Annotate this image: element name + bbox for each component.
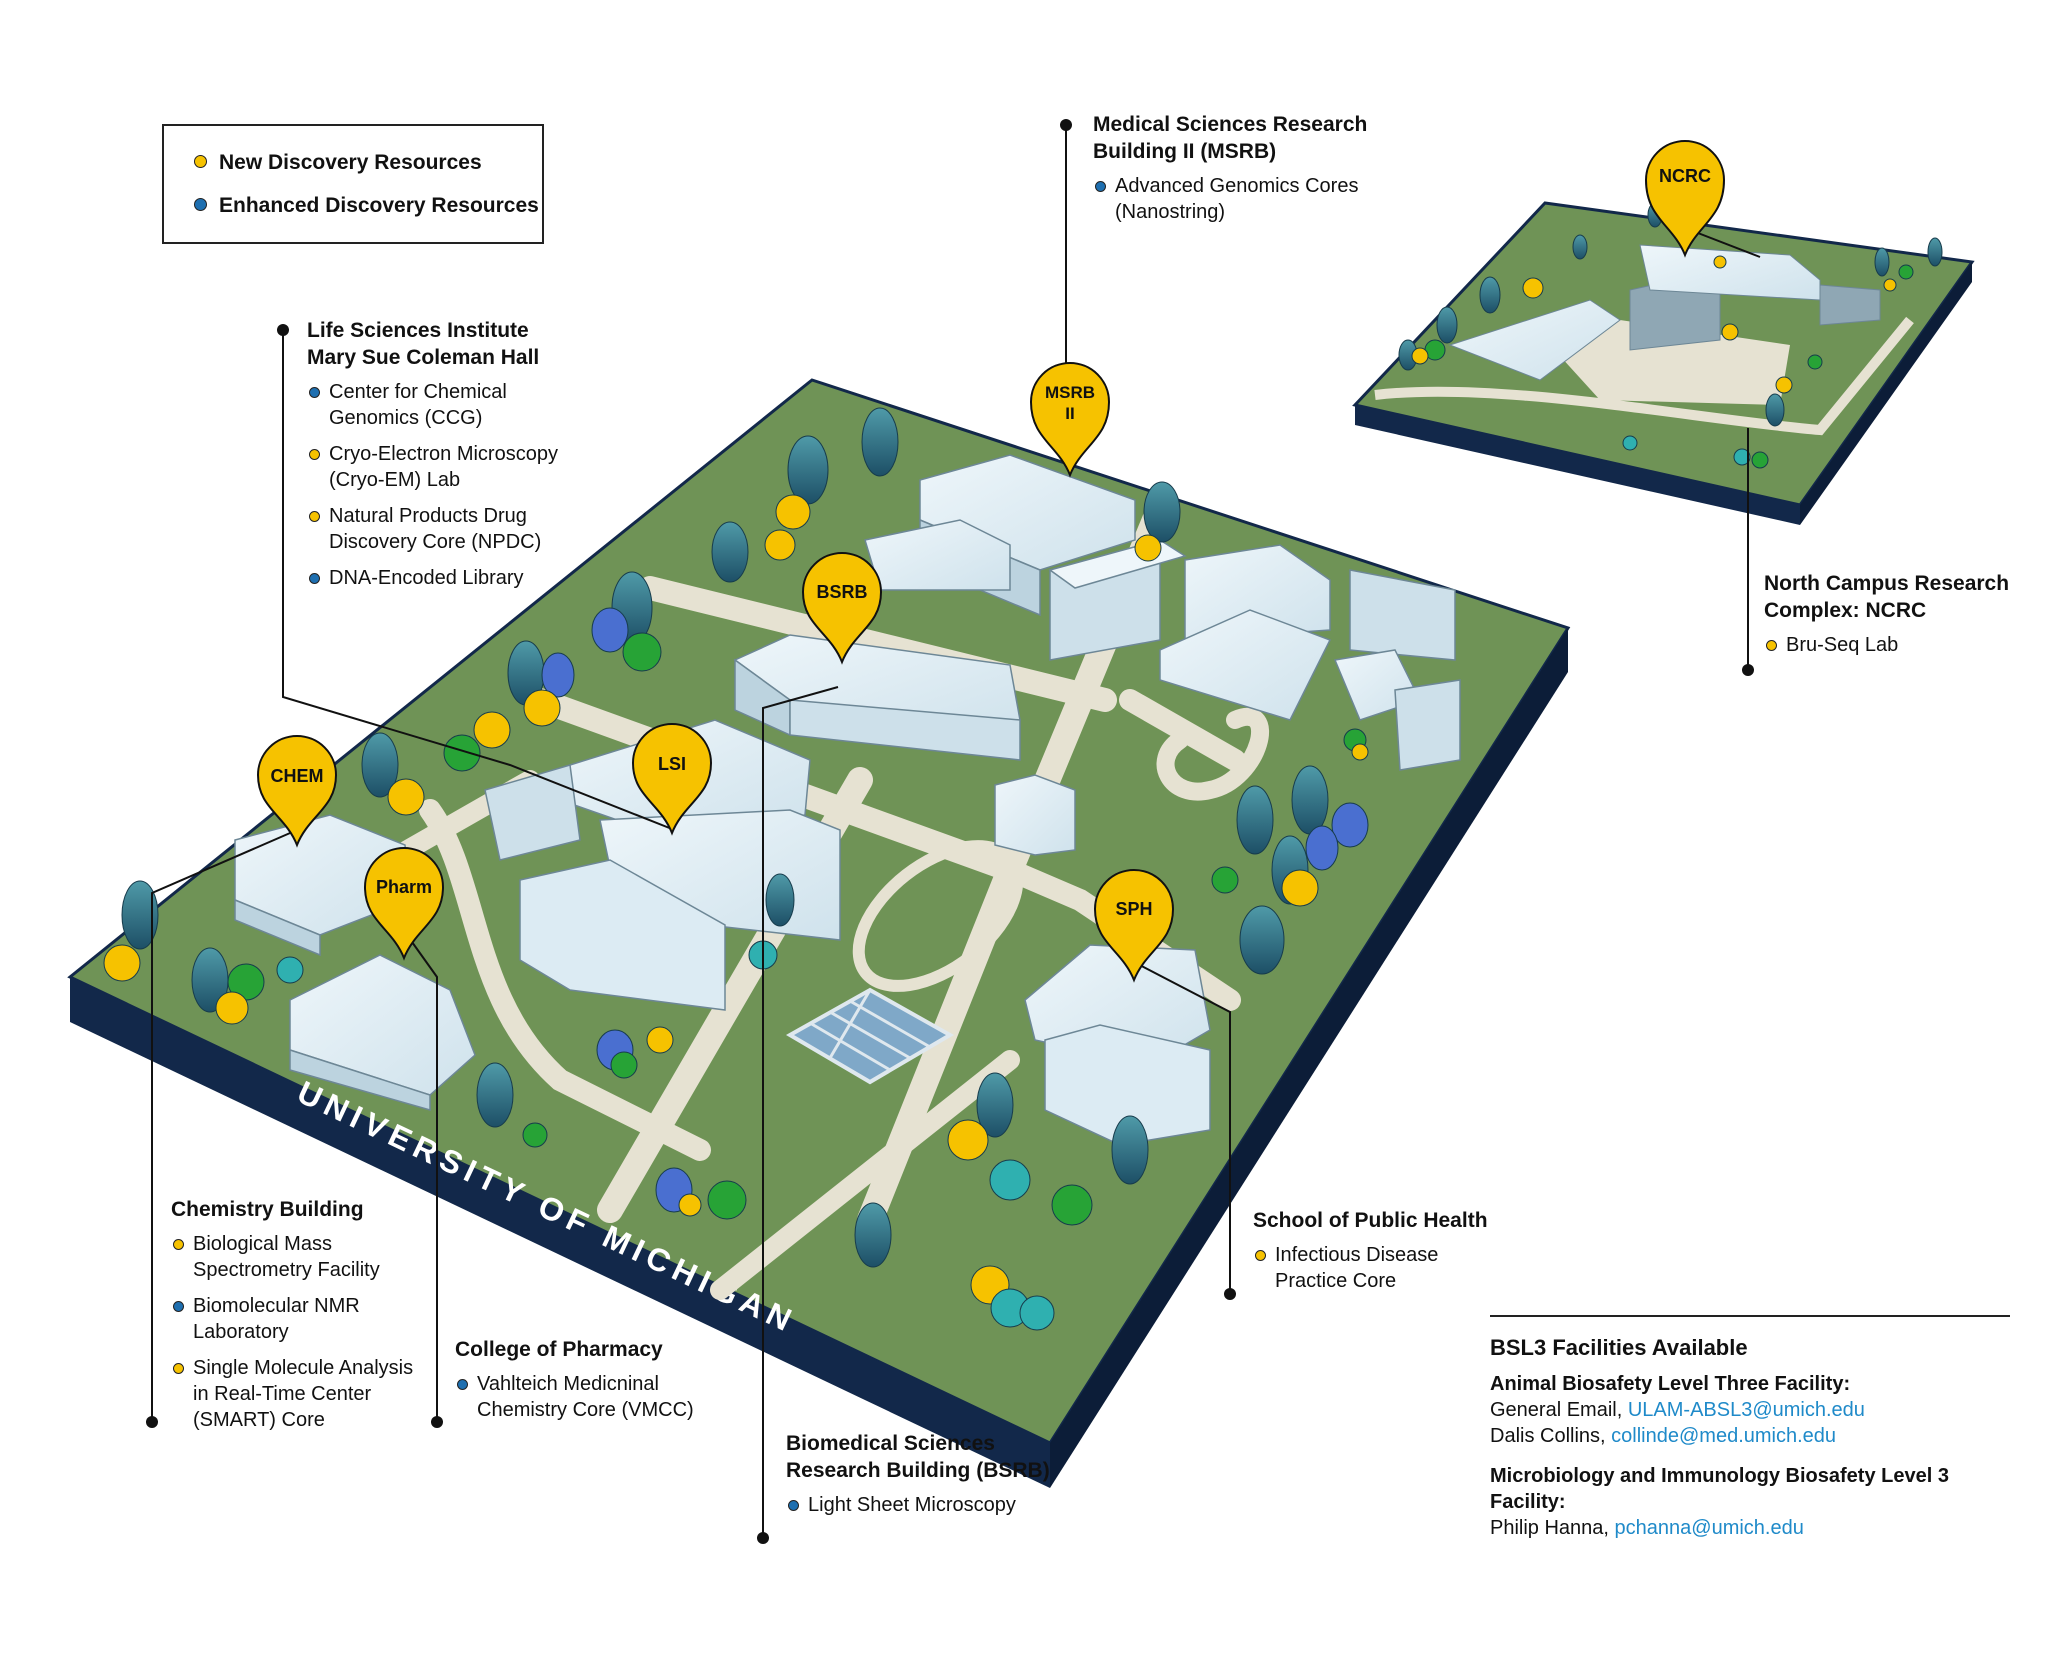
- new-resource-dot-icon: [173, 1363, 184, 1374]
- micro-contact: Philip Hanna, pchanna@umich.edu: [1490, 1517, 1804, 1539]
- legend-new-label: New Discovery Resources: [219, 151, 482, 174]
- pin-label: SPH: [1115, 899, 1152, 919]
- legend-new: New Discovery Resources: [194, 151, 482, 175]
- marker-pharm[interactable]: Pharm: [363, 847, 445, 961]
- label-sph: School of Public Health Infectious Disea…: [1253, 1207, 1543, 1304]
- enhanced-resource-dot-icon: [1095, 181, 1106, 192]
- resource-item: Bru-Seq Lab: [1764, 632, 2044, 658]
- pin-label: LSI: [658, 754, 686, 774]
- pin-label: Pharm: [376, 877, 432, 897]
- tennis-courts: [785, 987, 955, 1085]
- enhanced-resource-dot-icon: [457, 1379, 468, 1390]
- pin-label: NCRC: [1659, 166, 1711, 186]
- pin-shape: [1093, 869, 1175, 983]
- marker-chem[interactable]: CHEM: [256, 735, 338, 848]
- legend-enhanced: Enhanced Discovery Resources: [194, 194, 539, 218]
- animal-general-email: General Email, ULAM-ABSL3@umich.edu: [1490, 1399, 1865, 1421]
- resource-item: Advanced Genomics Cores(Nanostring): [1093, 173, 1413, 225]
- marker-msrb[interactable]: MSRB II: [1029, 362, 1111, 478]
- bsl3-title: BSL3 Facilities Available: [1490, 1335, 1748, 1360]
- label-title: College of Pharmacy: [455, 1338, 663, 1361]
- enhanced-resource-dot-icon: [309, 573, 320, 584]
- animal-facility-title: Animal Biosafety Level Three Facility:: [1490, 1373, 1851, 1395]
- resource-item: Light Sheet Microscopy: [786, 1492, 1086, 1518]
- legend-enhanced-label: Enhanced Discovery Resources: [219, 194, 539, 217]
- pin-shape: [363, 847, 445, 961]
- contact-email-link[interactable]: collinde@med.umich.edu: [1611, 1425, 1837, 1447]
- bsl3-panel: BSL3 Facilities Available Animal Biosafe…: [1490, 1315, 2010, 1541]
- pin-shape: [1029, 362, 1111, 478]
- pin-shape: [631, 723, 713, 836]
- new-resource-dot-icon: [173, 1239, 184, 1250]
- label-title: School of Public Health: [1253, 1209, 1488, 1232]
- animal-contact: Dalis Collins, collinde@med.umich.edu: [1490, 1425, 1837, 1447]
- campus-shrubs: [103, 494, 1369, 1331]
- enhanced-resource-dot-icon: [788, 1500, 799, 1511]
- marker-lsi[interactable]: LSI: [631, 723, 713, 836]
- campus-trees: [121, 407, 1369, 1268]
- pin-label: CHEM: [271, 766, 324, 786]
- pin-label: MSRB: [1045, 383, 1095, 402]
- micro-facility-title: Microbiology and Immunology Biosafety Le…: [1490, 1465, 1949, 1513]
- leader-endpoints: [146, 119, 1754, 1544]
- running-track: [852, 840, 1024, 992]
- enhanced-resource-dot-icon: [194, 197, 207, 211]
- ncrc-campus-base: [1352, 201, 1975, 525]
- marker-sph[interactable]: SPH: [1093, 869, 1175, 983]
- pin-label: II: [1065, 404, 1074, 423]
- label-title: Chemistry Building: [171, 1198, 364, 1221]
- label-pharm: College of Pharmacy Vahlteich Medicninal…: [455, 1336, 745, 1433]
- new-resource-dot-icon: [194, 154, 207, 168]
- marker-bsrb[interactable]: BSRB: [801, 552, 883, 665]
- ncrc-trees: [1398, 202, 1943, 469]
- pin-label: BSRB: [816, 582, 867, 602]
- enhanced-resource-dot-icon: [309, 387, 320, 398]
- resource-item: DNA-Encoded Library: [307, 565, 627, 591]
- legend: New Discovery Resources Enhanced Discove…: [162, 124, 544, 244]
- new-resource-dot-icon: [1255, 1250, 1266, 1261]
- new-resource-dot-icon: [309, 511, 320, 522]
- pin-shape: [1644, 140, 1726, 258]
- campus-buildings: [234, 454, 1461, 1146]
- pin-shape: [801, 552, 883, 665]
- contact-email-link[interactable]: pchanna@umich.edu: [1614, 1517, 1804, 1539]
- new-resource-dot-icon: [309, 449, 320, 460]
- pin-shape: [256, 735, 338, 848]
- marker-ncrc[interactable]: NCRC: [1644, 140, 1726, 258]
- new-resource-dot-icon: [1766, 640, 1777, 651]
- general-email-link[interactable]: ULAM-ABSL3@umich.edu: [1627, 1399, 1865, 1421]
- enhanced-resource-dot-icon: [173, 1301, 184, 1312]
- resource-item: Cryo-Electron Microscopy(Cryo-EM) Lab: [307, 441, 627, 493]
